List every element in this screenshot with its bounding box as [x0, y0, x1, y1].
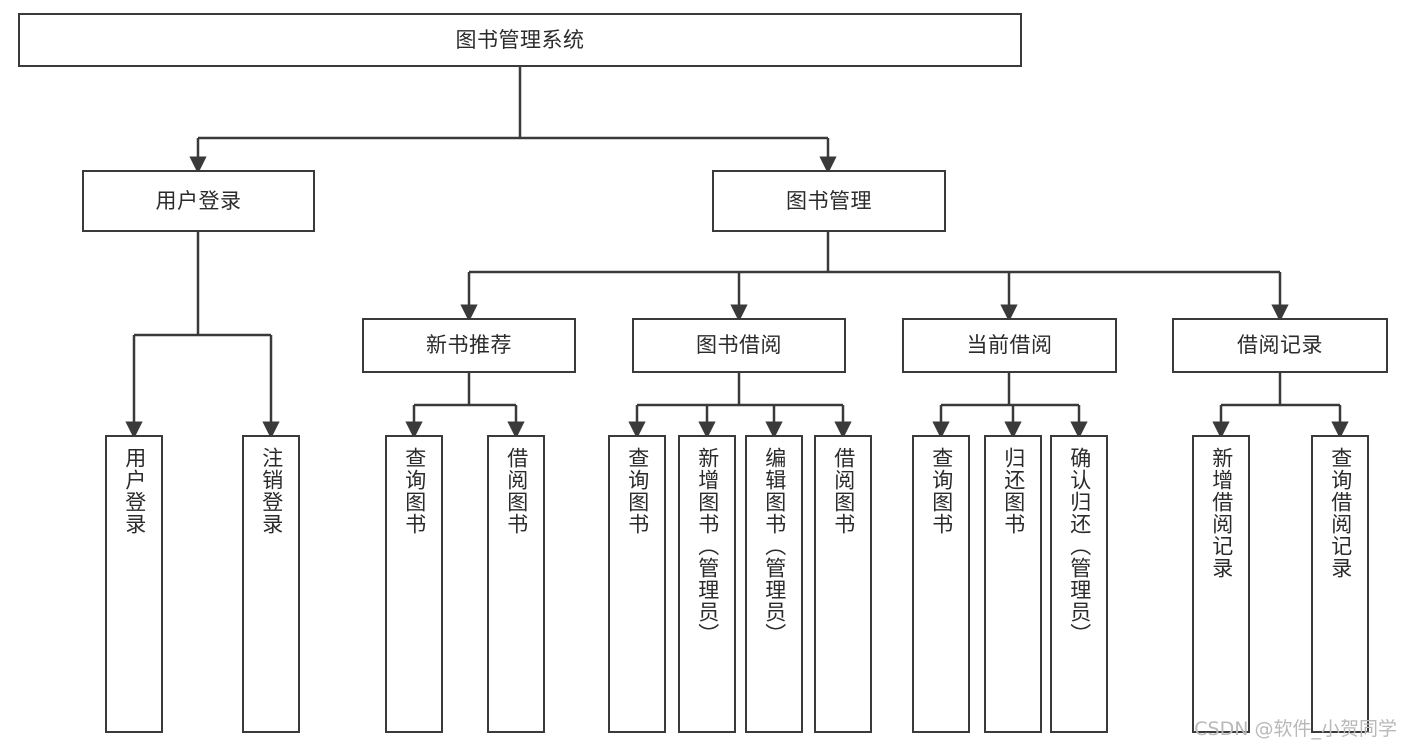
- leaf-node-label: 借阅图书: [831, 447, 856, 535]
- node-root[interactable]: 图书管理系统: [18, 13, 1022, 67]
- leaf-node-label: 注销登录: [259, 447, 284, 535]
- node-current-borrow[interactable]: 当前借阅: [902, 318, 1117, 373]
- leaf-node-label: 新增图书（管理员）: [695, 447, 720, 645]
- leaf-node-label: 新增借阅记录: [1209, 447, 1234, 579]
- node-borrow-records-label: 借阅记录: [1237, 333, 1323, 358]
- leaf-node[interactable]: 借阅图书: [487, 435, 545, 733]
- leaf-node-label: 确认归还（管理员）: [1067, 447, 1092, 645]
- leaf-node-label: 用户登录: [122, 447, 147, 535]
- leaf-node-label: 编辑图书（管理员）: [762, 447, 787, 645]
- node-user-login-label: 用户登录: [155, 188, 242, 213]
- leaf-node[interactable]: 借阅图书: [814, 435, 872, 733]
- leaf-node[interactable]: 用户登录: [105, 435, 163, 733]
- leaf-node[interactable]: 查询借阅记录: [1311, 435, 1369, 733]
- leaf-node[interactable]: 确认归还（管理员）: [1050, 435, 1108, 733]
- node-borrow-records[interactable]: 借阅记录: [1172, 318, 1388, 373]
- leaf-node[interactable]: 归还图书: [984, 435, 1042, 733]
- leaf-node-label: 借阅图书: [504, 447, 529, 535]
- leaf-node-label: 查询借阅记录: [1328, 447, 1353, 579]
- leaf-node[interactable]: 注销登录: [242, 435, 300, 733]
- leaf-node[interactable]: 查询图书: [912, 435, 970, 733]
- leaf-node[interactable]: 查询图书: [608, 435, 666, 733]
- leaf-node[interactable]: 查询图书: [385, 435, 443, 733]
- node-new-book-recommend[interactable]: 新书推荐: [362, 318, 576, 373]
- leaf-node-label: 查询图书: [625, 447, 650, 535]
- node-book-borrow[interactable]: 图书借阅: [632, 318, 846, 373]
- node-book-management[interactable]: 图书管理: [712, 170, 946, 232]
- node-user-login[interactable]: 用户登录: [82, 170, 315, 232]
- leaf-node[interactable]: 新增借阅记录: [1192, 435, 1250, 733]
- leaf-node-label: 查询图书: [402, 447, 427, 535]
- node-book-borrow-label: 图书借阅: [696, 333, 782, 358]
- leaf-node[interactable]: 新增图书（管理员）: [678, 435, 736, 733]
- node-root-label: 图书管理系统: [455, 27, 585, 52]
- leaf-node-label: 归还图书: [1001, 447, 1026, 535]
- node-book-management-label: 图书管理: [786, 188, 872, 213]
- node-current-borrow-label: 当前借阅: [966, 333, 1053, 358]
- leaf-node-label: 查询图书: [929, 447, 954, 535]
- node-new-book-recommend-label: 新书推荐: [426, 333, 512, 358]
- leaf-node[interactable]: 编辑图书（管理员）: [745, 435, 803, 733]
